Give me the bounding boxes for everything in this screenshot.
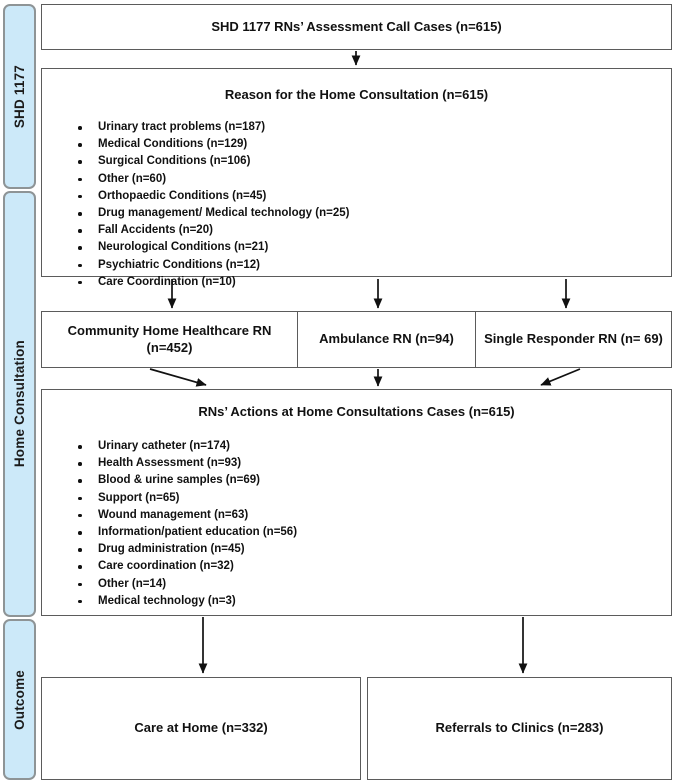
list-item: Drug administration (n=45) bbox=[78, 541, 297, 558]
node-title: SHD 1177 RNs’ Assessment Call Cases (n=6… bbox=[211, 18, 502, 34]
phase-label-outcome: Outcome bbox=[3, 619, 36, 780]
phase-label-home-consultation: Home Consultation bbox=[3, 191, 36, 617]
list-item: Medical technology (n=3) bbox=[78, 593, 297, 610]
list-item: Other (n=60) bbox=[78, 171, 349, 188]
node-rns-actions-at-home-consultations: RNs’ Actions at Home Consultations Cases… bbox=[41, 389, 672, 616]
node-title: Reason for the Home Consultation (n=615) bbox=[224, 87, 489, 102]
list-item: Surgical Conditions (n=106) bbox=[78, 153, 349, 170]
list-item: Care Coordination (n=10) bbox=[78, 274, 349, 291]
node-title: Single Responder RN (n= 69) bbox=[484, 331, 663, 347]
list-item: Other (n=14) bbox=[78, 576, 297, 593]
list-item: Orthopaedic Conditions (n=45) bbox=[78, 188, 349, 205]
list-item: Information/patient education (n=56) bbox=[78, 524, 297, 541]
list-item: Support (n=65) bbox=[78, 490, 297, 507]
list-item: Medical Conditions (n=129) bbox=[78, 136, 349, 153]
reason-list: Urinary tract problems (n=187) Medical C… bbox=[78, 119, 349, 291]
phase-label-text: Home Consultation bbox=[12, 340, 27, 468]
list-item: Blood & urine samples (n=69) bbox=[78, 472, 297, 489]
phase-label-shd-1177: SHD 1177 bbox=[3, 4, 36, 189]
node-care-at-home: Care at Home (n=332) bbox=[41, 677, 361, 780]
node-referrals-to-clinics: Referrals to Clinics (n=283) bbox=[367, 677, 672, 780]
list-item: Urinary catheter (n=174) bbox=[78, 438, 297, 455]
node-title: RNs’ Actions at Home Consultations Cases… bbox=[198, 404, 515, 419]
list-item: Neurological Conditions (n=21) bbox=[78, 239, 349, 256]
node-community-home-healthcare-rn: Community Home Healthcare RN (n=452) bbox=[42, 312, 297, 367]
node-ambulance-rn: Ambulance RN (n=94) bbox=[297, 312, 475, 367]
list-item: Fall Accidents (n=20) bbox=[78, 222, 349, 239]
node-title: Community Home Healthcare RN (n=452) bbox=[67, 323, 272, 355]
list-item: Urinary tract problems (n=187) bbox=[78, 119, 349, 136]
phase-label-text: Outcome bbox=[12, 669, 27, 730]
list-item: Wound management (n=63) bbox=[78, 507, 297, 524]
node-title: Ambulance RN (n=94) bbox=[319, 331, 454, 347]
actions-list: Urinary catheter (n=174) Health Assessme… bbox=[78, 438, 297, 610]
node-reason-for-home-consultation: Reason for the Home Consultation (n=615)… bbox=[41, 68, 672, 288]
list-item: Care coordination (n=32) bbox=[78, 558, 297, 575]
arrow-community-rn-to-actions bbox=[149, 368, 207, 387]
node-assessment-call-cases: SHD 1177 RNs’ Assessment Call Cases (n=6… bbox=[41, 4, 672, 50]
arrow-single-responder-rn-to-actions bbox=[540, 368, 581, 386]
list-item: Psychiatric Conditions (n=12) bbox=[78, 257, 349, 274]
phase-label-text: SHD 1177 bbox=[12, 64, 27, 129]
node-title: Care at Home (n=332) bbox=[134, 720, 268, 736]
list-item: Drug management/ Medical technology (n=2… bbox=[78, 205, 349, 222]
node-title: Referrals to Clinics (n=283) bbox=[435, 720, 604, 736]
node-responder-group: Community Home Healthcare RN (n=452) Amb… bbox=[41, 311, 672, 368]
node-single-responder-rn: Single Responder RN (n= 69) bbox=[475, 312, 671, 367]
list-item: Health Assessment (n=93) bbox=[78, 455, 297, 472]
